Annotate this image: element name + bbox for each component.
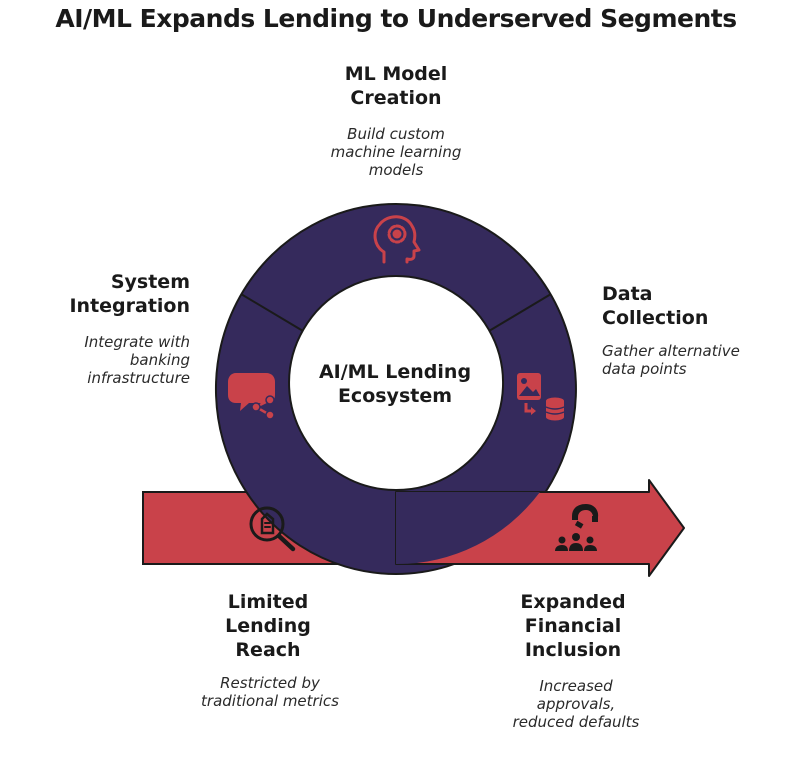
system-integration-heading: System Integration	[10, 270, 190, 318]
expanded-inclusion-heading-line3: Inclusion	[524, 639, 622, 661]
ecosystem-ring	[214, 203, 577, 575]
data-collection-heading-line1: Data	[602, 283, 653, 305]
limited-reach-heading-line2: Lending	[225, 615, 311, 637]
system-integration-description: Integrate with banking infrastructure	[10, 333, 190, 387]
data-collection-heading: Data Collection	[602, 282, 782, 330]
model-creation-heading: ML Model Creation	[296, 62, 496, 110]
data-collection-description: Gather alternative data points	[602, 342, 782, 378]
system-integration-desc-line3: infrastructure	[87, 369, 190, 387]
data-collection-desc-line1: Gather alternative	[602, 342, 740, 360]
image-database-icon	[517, 373, 565, 421]
expanded-inclusion-heading-line1: Expanded	[520, 591, 626, 613]
data-collection-heading-line2: Collection	[602, 307, 709, 329]
ring-divider-left	[240, 293, 304, 332]
model-creation-heading-line2: Creation	[350, 87, 442, 109]
limited-reach-desc-line1: Restricted by	[220, 674, 320, 692]
system-integration-heading-line2: Integration	[69, 295, 190, 317]
limited-reach-desc-line2: traditional metrics	[201, 692, 339, 710]
model-creation-description: Build custom machine learning models	[296, 125, 496, 179]
limited-reach-heading-line1: Limited	[227, 591, 309, 613]
expanded-inclusion-desc-line3: reduced defaults	[512, 713, 640, 731]
expanded-inclusion-desc-line2: approvals,	[536, 695, 616, 713]
ring-lower-front	[396, 492, 540, 565]
expanded-inclusion-heading-line2: Financial	[524, 615, 622, 637]
limited-reach-description: Restricted by traditional metrics	[160, 674, 380, 710]
center-label: AI/ML Lending Ecosystem	[300, 360, 490, 408]
ring-divider-right	[488, 293, 552, 332]
limited-reach-heading: Limited Lending Reach	[168, 590, 368, 662]
chat-share-icon	[228, 373, 275, 420]
limited-reach-heading-line3: Reach	[235, 639, 301, 661]
system-integration-desc-line1: Integrate with	[84, 333, 190, 351]
system-integration-desc-line2: banking	[129, 351, 190, 369]
model-creation-desc-line2: machine learning	[330, 143, 462, 161]
model-creation-desc-line3: models	[368, 161, 424, 179]
head-gear-icon	[373, 215, 421, 264]
magnet-people-icon	[555, 504, 599, 551]
diagram-title: AI/ML Expands Lending to Underserved Seg…	[55, 4, 737, 33]
search-document-icon	[249, 506, 296, 552]
center-label-line2: Ecosystem	[337, 385, 453, 407]
model-creation-heading-line1: ML Model	[344, 63, 448, 85]
expanded-inclusion-desc-line1: Increased	[539, 677, 613, 695]
center-label-line1: AI/ML Lending	[318, 361, 472, 383]
data-collection-desc-line2: data points	[602, 360, 687, 378]
expanded-inclusion-heading: Expanded Financial Inclusion	[473, 590, 673, 662]
model-creation-desc-line1: Build custom	[347, 125, 445, 143]
expanded-inclusion-description: Increased approvals, reduced defaults	[466, 677, 686, 731]
system-integration-heading-line1: System	[110, 271, 190, 293]
